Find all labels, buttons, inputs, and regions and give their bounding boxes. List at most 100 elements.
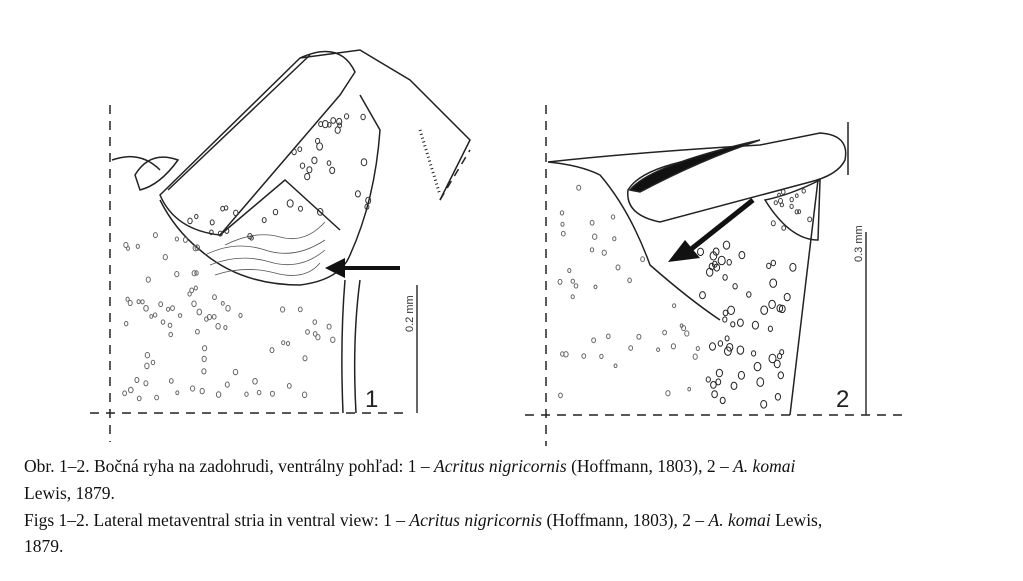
puncture-dot xyxy=(158,301,164,308)
puncture-dot xyxy=(610,214,616,220)
puncture-dot xyxy=(297,146,303,152)
puncture-dot xyxy=(560,221,565,227)
caption-english-line1: Figs 1–2. Lateral metaventral stria in v… xyxy=(24,507,822,534)
puncture-dot xyxy=(327,122,332,128)
puncture-dot xyxy=(286,383,292,389)
puncture-dot xyxy=(194,244,201,251)
puncture-dot xyxy=(360,113,366,121)
puncture-dot xyxy=(751,320,760,330)
puncture-dot xyxy=(717,340,724,347)
puncture-dot xyxy=(256,389,262,396)
puncture-dot xyxy=(560,230,566,237)
puncture-dot xyxy=(736,345,745,355)
puncture-dot xyxy=(124,320,129,327)
puncture-dot xyxy=(722,309,729,317)
puncture-dot xyxy=(760,305,769,315)
species-name: Acritus nigricornis xyxy=(434,456,567,476)
puncture-dot xyxy=(589,219,595,226)
puncture-dot xyxy=(326,323,332,330)
puncture-dot xyxy=(215,323,221,330)
puncture-dot xyxy=(770,259,776,267)
puncture-dot xyxy=(766,262,772,269)
caption-text: (Hoffmann, 1803), 2 – xyxy=(542,510,709,530)
puncture-dot xyxy=(730,321,736,328)
puncture-dot xyxy=(746,291,752,298)
puncture-dot xyxy=(191,300,197,308)
puncture-dot xyxy=(724,335,730,342)
puncture-dot xyxy=(304,172,311,181)
caption-text: Obr. 1–2. Bočná ryha na zadohrudi, ventr… xyxy=(24,456,434,476)
puncture-dot xyxy=(576,184,582,191)
puncture-dot xyxy=(665,390,671,397)
puncture-dot xyxy=(727,305,735,315)
puncture-dot xyxy=(737,370,746,380)
puncture-dot xyxy=(201,355,207,363)
puncture-dot xyxy=(152,312,158,318)
punctures-2 xyxy=(557,184,813,409)
puncture-dot xyxy=(354,190,361,198)
puncture-dot xyxy=(178,313,183,319)
puncture-dot xyxy=(789,262,797,272)
puncture-dot xyxy=(593,284,598,290)
puncture-dot xyxy=(777,192,781,198)
puncture-dot xyxy=(732,283,738,290)
puncture-dot xyxy=(756,377,765,387)
puncture-dot xyxy=(224,227,230,234)
stria-line xyxy=(547,161,721,321)
arrow-2 xyxy=(668,198,755,262)
puncture-dot xyxy=(306,166,313,174)
puncture-dot xyxy=(687,386,692,392)
puncture-dot xyxy=(697,247,704,257)
puncture-dot xyxy=(201,368,207,375)
puncture-dot xyxy=(187,217,193,225)
coxa-outline-2 xyxy=(134,156,180,191)
puncture-dot xyxy=(193,285,198,291)
puncture-dot xyxy=(298,205,303,212)
puncture-dot xyxy=(656,347,661,353)
puncture-dot xyxy=(160,319,166,325)
coxal-plate xyxy=(763,178,821,241)
puncture-dot xyxy=(573,283,579,289)
puncture-dot xyxy=(220,205,226,212)
puncture-dot xyxy=(167,322,173,328)
puncture-dot xyxy=(194,213,199,220)
puncture-dot xyxy=(773,200,778,206)
puncture-dot xyxy=(144,362,150,370)
puncture-dot xyxy=(305,329,310,335)
puncture-dot xyxy=(789,203,794,209)
puncture-dot xyxy=(797,209,802,215)
puncture-dot xyxy=(204,316,209,322)
puncture-dot xyxy=(794,193,799,198)
puncture-dot xyxy=(195,328,200,335)
puncture-dot xyxy=(599,353,604,359)
puncture-dot xyxy=(770,220,776,227)
species-name: Acritus nigricornis xyxy=(409,510,543,530)
puncture-dot xyxy=(780,189,786,195)
puncture-dot xyxy=(692,353,698,360)
arrow-1 xyxy=(325,258,400,278)
puncture-dot xyxy=(722,240,731,250)
puncture-dot xyxy=(136,299,141,305)
species-name: A. komai xyxy=(733,456,796,476)
puncture-dot xyxy=(709,251,718,261)
puncture-dot xyxy=(144,352,151,359)
puncture-dot xyxy=(162,254,168,261)
puncture-dot xyxy=(315,334,321,341)
caption-text: (Hoffmann, 1803), 2 – xyxy=(566,456,734,476)
puncture-dot xyxy=(592,233,598,240)
puncture-dot xyxy=(189,287,195,294)
puncture-dot xyxy=(312,331,318,337)
puncture-dot xyxy=(719,396,726,405)
puncture-dot xyxy=(174,236,179,242)
puncture-dot xyxy=(212,294,217,301)
puncture-dot xyxy=(127,299,133,307)
puncture-dot xyxy=(199,387,205,395)
puncture-dot xyxy=(312,319,318,325)
puncture-dot xyxy=(281,340,286,346)
puncture-dot xyxy=(209,219,215,226)
puncture-dot xyxy=(801,188,806,194)
punctures-1 xyxy=(122,113,372,402)
puncture-dot xyxy=(135,243,140,249)
puncture-dot xyxy=(567,268,572,273)
